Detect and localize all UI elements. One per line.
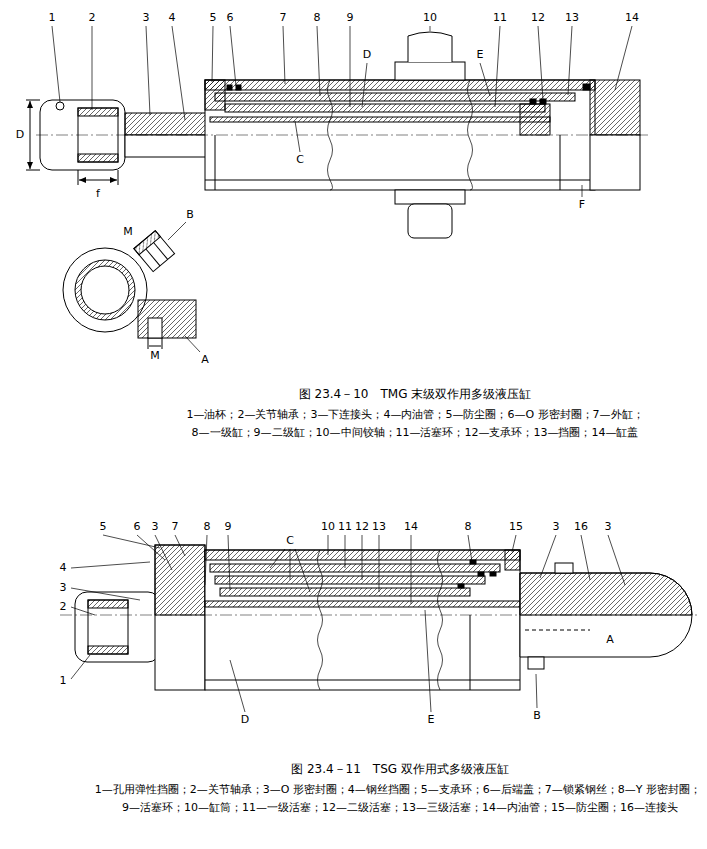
callout-label: M [149,350,161,362]
callout-label: 15 [508,521,524,533]
callout-label: 13 [564,12,580,24]
callout-label: 1 [48,12,57,24]
callout-label: E [427,714,436,726]
callout-label: 8 [313,12,322,24]
callout-label: 11 [337,521,353,533]
callout-label: 4 [59,562,68,574]
callout-label: 10 [320,521,336,533]
callout-label: 12 [530,12,546,24]
callout-label: 1 [59,675,68,687]
part-list: 9—活塞环；10—缸筒；11—一级活塞；12—二级活塞；13—三级活塞；14—内… [121,802,679,814]
callout-label: 6 [226,12,235,24]
callout-label: 14 [624,12,640,24]
callout-label: 12 [354,521,370,533]
callout-label: D [240,714,250,726]
callout-label: 7 [279,12,288,24]
callout-label: D [15,129,25,141]
callout-label: 3 [604,521,613,533]
part-list: 1—油杯；2—关节轴承；3—下连接头；4—内油管；5—防尘圈；6—O 形密封圈；… [185,409,644,421]
callout-label: D [362,49,372,61]
callout-label: 3 [142,12,151,24]
part-list: 8—一级缸；9—二级缸；10—中间铰轴；11—活塞环；12—支承环；13—挡圈；… [191,427,640,439]
callout-label: 2 [88,12,97,24]
figure-caption: 图 23.4－11 TSG 双作用式多级液压缸 [290,763,510,776]
callout-label: C [285,535,295,547]
callout-label: 13 [371,521,387,533]
callout-label: 3 [59,582,68,594]
part-list: 1—孔用弹性挡圈；2—关节轴承；3—O 形密封圈；4—钢丝挡圈；5—支承环；6—… [94,784,702,796]
callout-label: 14 [403,521,419,533]
callout-label: 8 [464,521,473,533]
callout-label: 3 [552,521,561,533]
callout-label: 2 [59,601,68,613]
callout-label: 10 [422,12,438,24]
callout-label: 5 [209,12,218,24]
callout-label: 5 [99,521,108,533]
callout-label: C [295,154,305,166]
callout-label: 9 [346,12,355,24]
callout-label: A [200,354,210,366]
callout-label: 9 [224,521,233,533]
callout-label: 6 [133,521,142,533]
callout-label: 4 [168,12,177,24]
callout-label: f [95,188,101,200]
callout-label: 3 [151,521,160,533]
callout-label: B [185,209,195,221]
callout-label: 8 [203,521,212,533]
callout-label: B [532,710,542,722]
figure-caption: 图 23.4－10 TMG 末级双作用多级液压缸 [298,388,533,401]
callout-label: 11 [492,12,508,24]
callout-label: 7 [171,521,180,533]
callout-label: A [605,634,615,646]
callout-label: E [476,49,485,61]
callout-label: 16 [573,521,589,533]
callout-label: F [578,199,586,211]
callout-label: M [122,226,134,238]
